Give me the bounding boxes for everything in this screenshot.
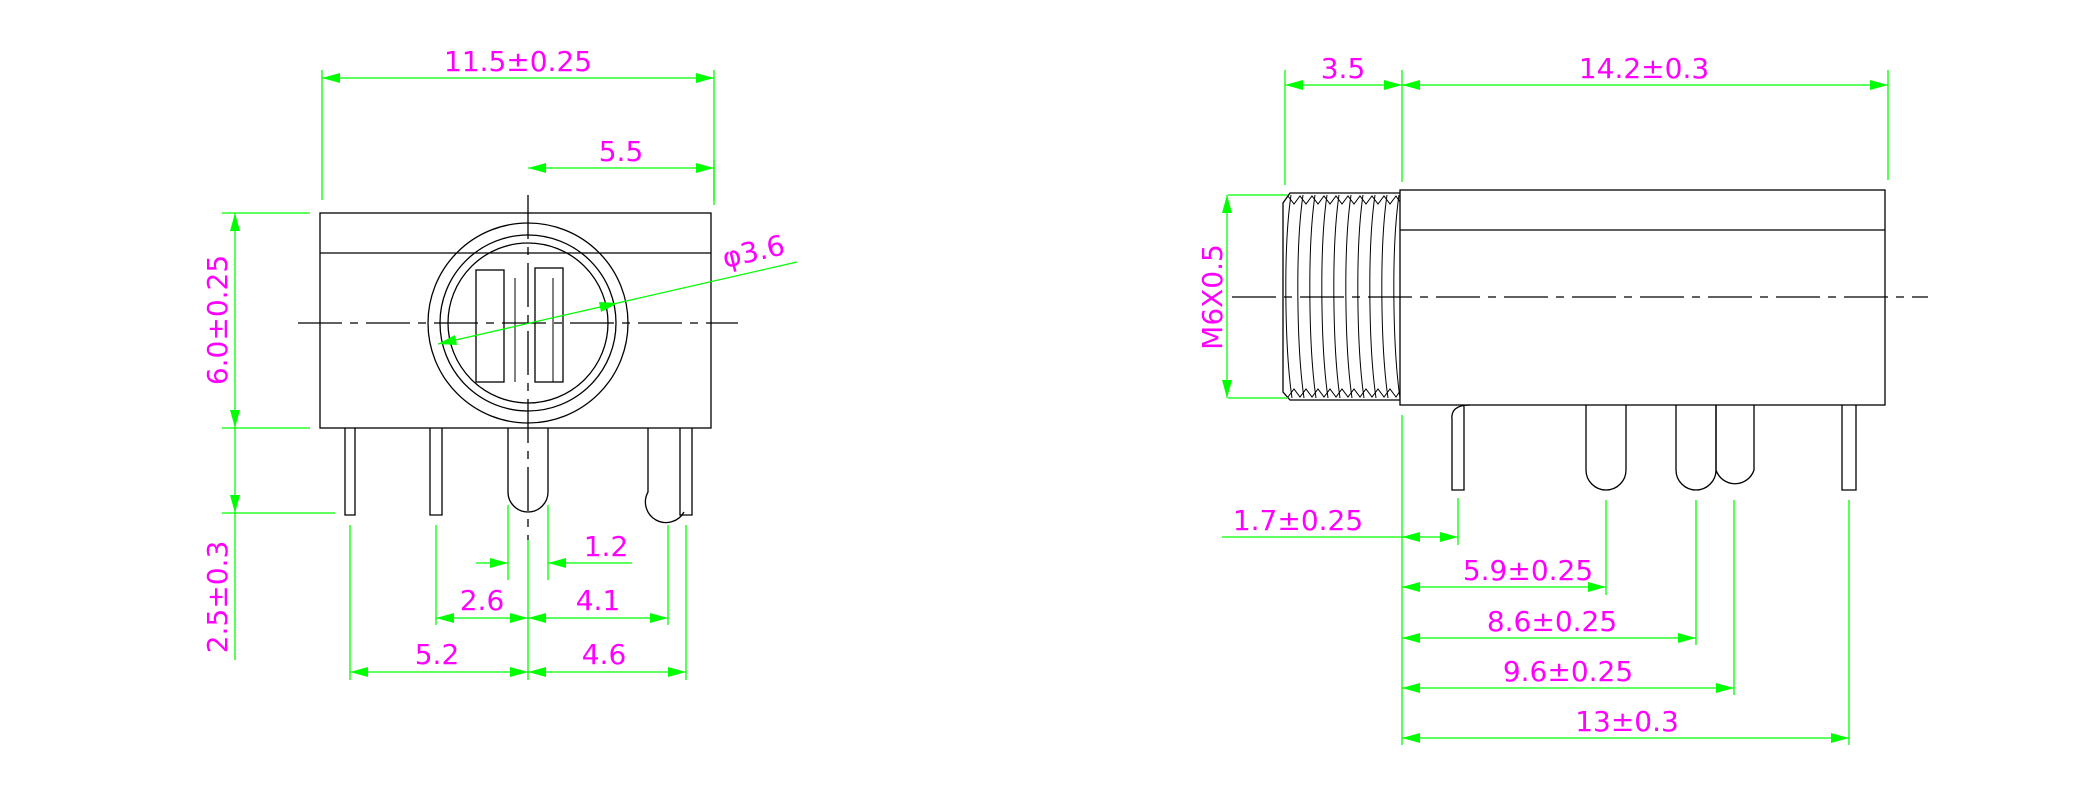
front-center-lines [298, 195, 738, 540]
side-thread [1282, 192, 1401, 401]
side-thread-length-label: 3.5 [1321, 52, 1366, 85]
side-thread-spec-label: M6X0.5 [1196, 244, 1229, 350]
side-pin-3 [1675, 405, 1717, 491]
front-pin-3 [507, 428, 549, 513]
side-pin-1 [1451, 404, 1471, 491]
front-pins [344, 428, 693, 524]
front-pin-1 [344, 428, 356, 516]
side-pin-5 [1841, 405, 1857, 491]
side-pin3-offset-label: 8.6±0.25 [1487, 605, 1617, 638]
front-dimension-labels: 11.5±0.25 5.5 φ3.6 6.0±0.25 2.5±0.3 1.2 … [201, 45, 788, 671]
front-pin-right-outer-label: 4.6 [582, 638, 627, 671]
side-pin4-offset-label: 9.6±0.25 [1503, 655, 1633, 688]
side-pins [1451, 404, 1857, 491]
front-body-outline [319, 212, 712, 429]
front-pin-width-label: 1.2 [584, 530, 629, 563]
front-dimensions [222, 70, 798, 680]
side-view: 3.5 14.2±0.3 M6X0.5 1.7±0.25 5.9±0.25 8.… [1196, 52, 1928, 745]
front-pin-left-outer-label: 5.2 [415, 638, 460, 671]
front-height-label: 6.0±0.25 [201, 255, 234, 385]
side-pin-2 [1585, 405, 1627, 491]
front-pin-2 [429, 428, 443, 516]
front-pin-right-inner-label: 4.1 [576, 584, 621, 617]
side-pin-4 [1715, 405, 1755, 485]
front-width-label: 11.5±0.25 [444, 45, 592, 78]
side-pin5-offset-label: 13±0.3 [1575, 705, 1679, 738]
front-pin-5 [679, 428, 693, 516]
front-pin-left-inner-label: 2.6 [460, 584, 505, 617]
front-view: 11.5±0.25 5.5 φ3.6 6.0±0.25 2.5±0.3 1.2 … [201, 45, 798, 680]
front-pin-length-label: 2.5±0.3 [201, 541, 234, 654]
side-pin1-offset-label: 1.7±0.25 [1233, 504, 1363, 537]
front-hole-diameter-label: φ3.6 [719, 228, 788, 274]
side-pin2-offset-label: 5.9±0.25 [1463, 554, 1593, 587]
front-center-offset-label: 5.5 [599, 135, 644, 168]
side-body-length-label: 14.2±0.3 [1579, 52, 1709, 85]
side-dimensions [1222, 70, 1889, 745]
front-pin-4 [644, 428, 685, 524]
side-dimension-labels: 3.5 14.2±0.3 M6X0.5 1.7±0.25 5.9±0.25 8.… [1196, 52, 1709, 738]
